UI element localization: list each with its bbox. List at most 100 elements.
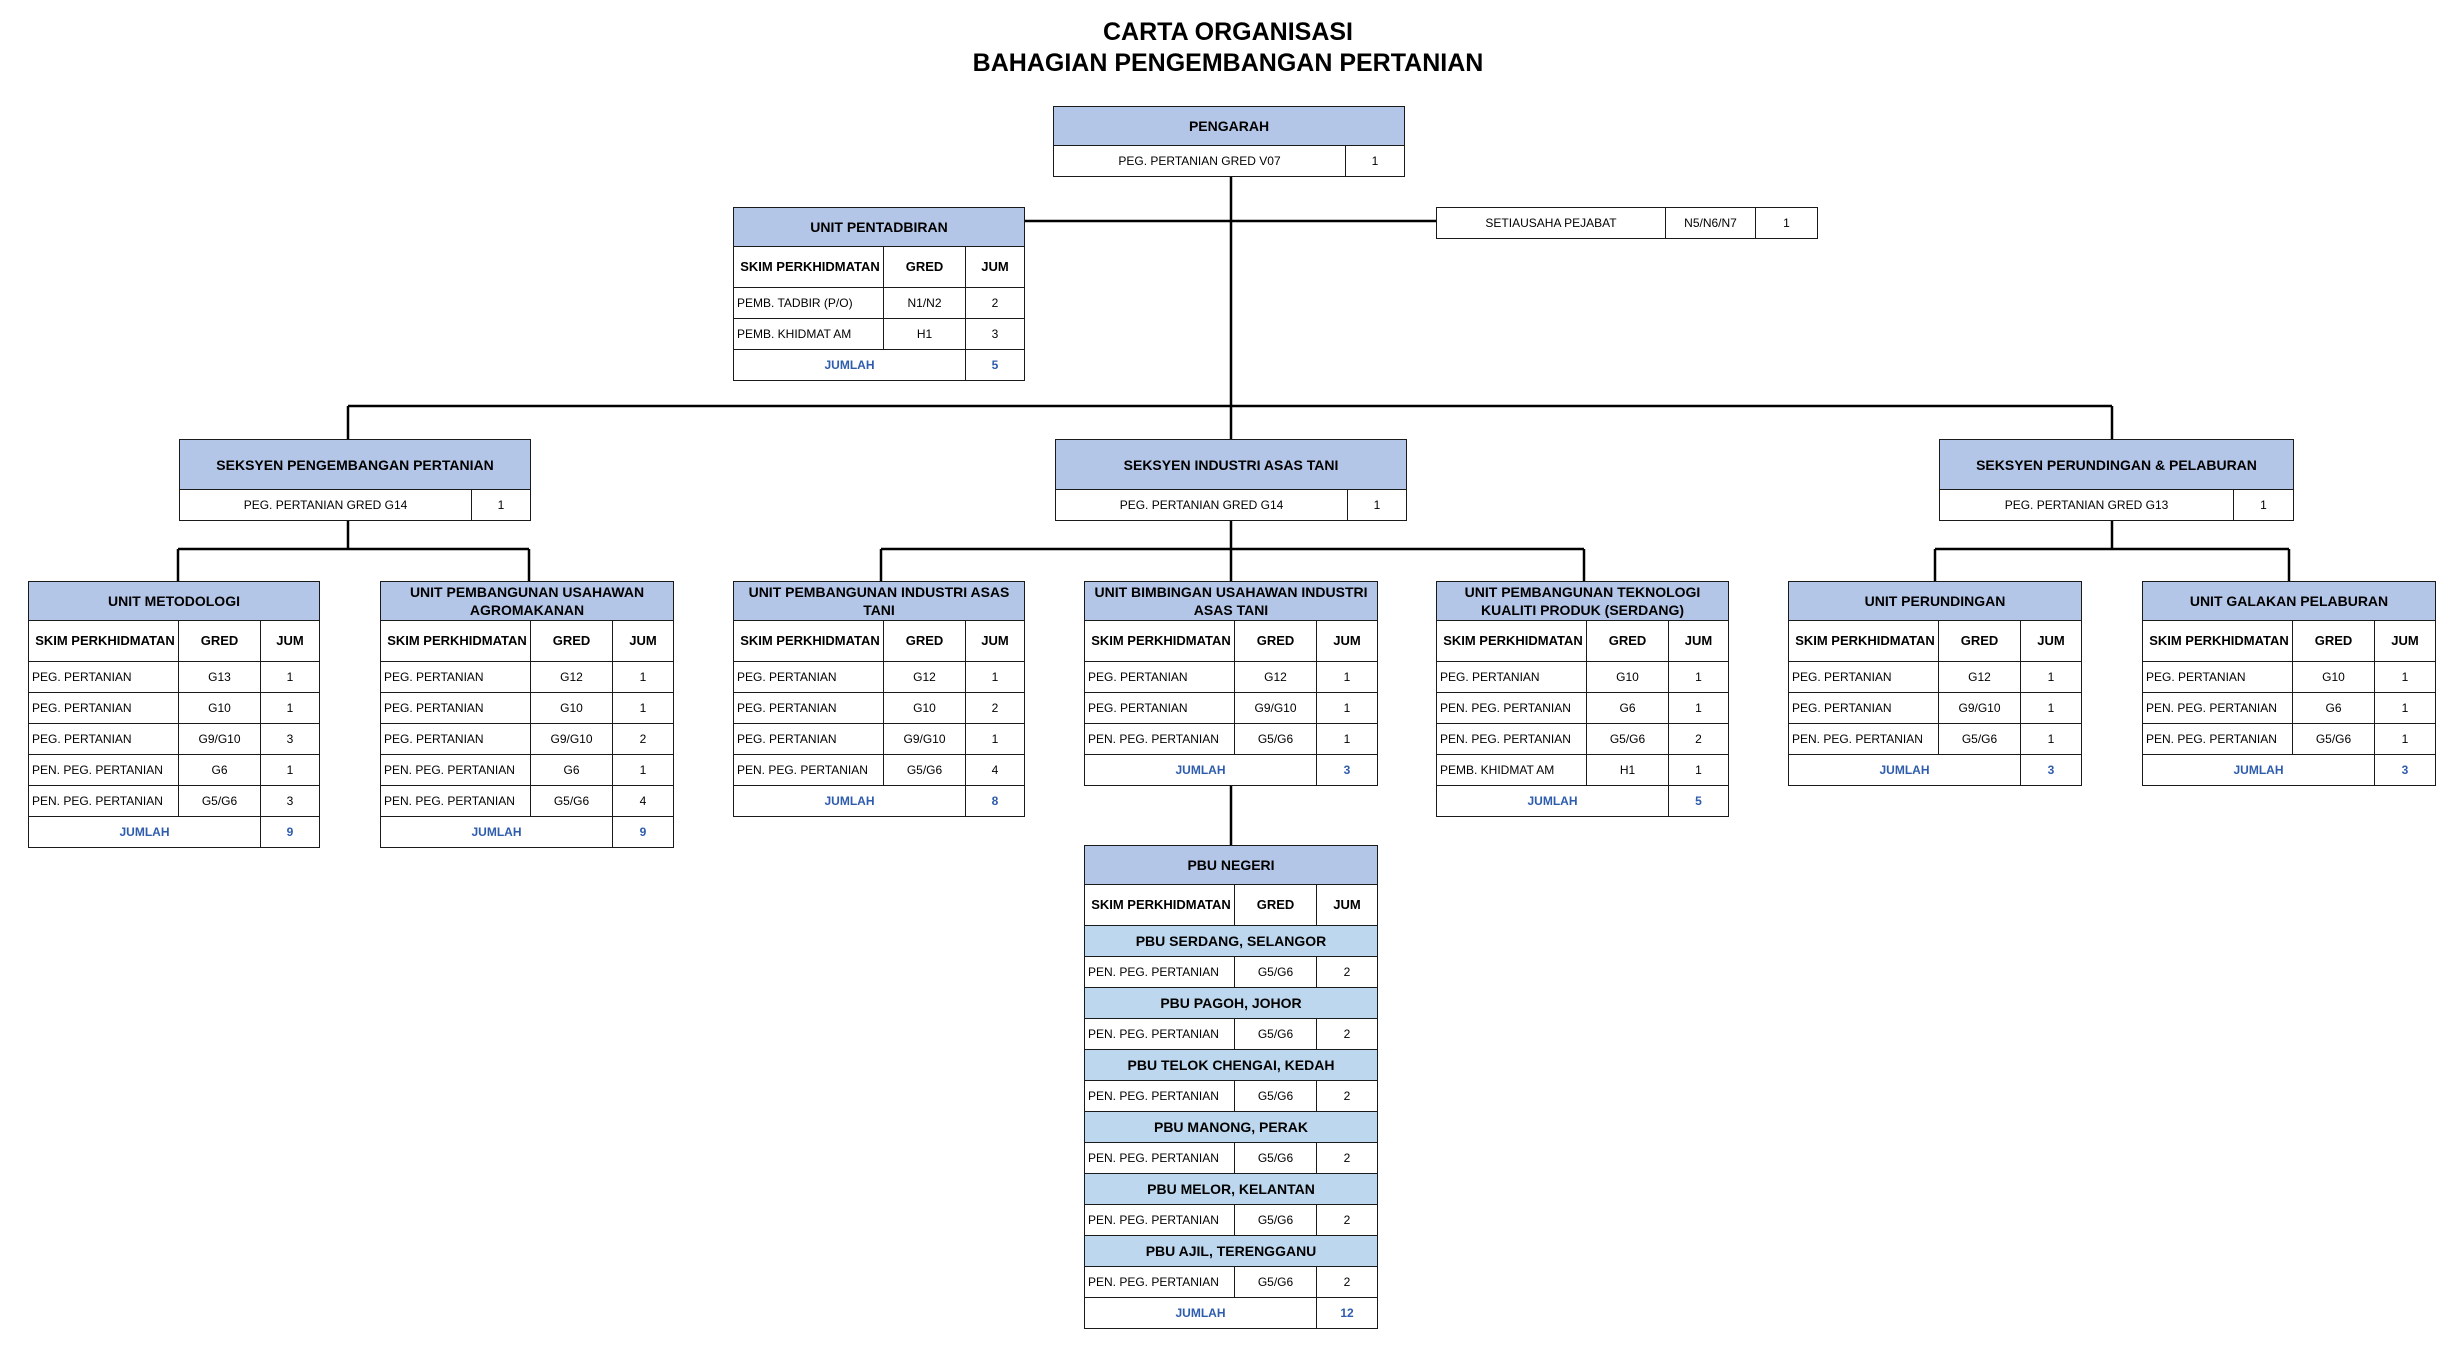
- cell-skim: PEG. PERTANIAN: [1789, 693, 1939, 723]
- cell-jum: 2: [991, 296, 999, 310]
- cell-gred: G6: [179, 755, 261, 785]
- col-header-gred: GRED: [1587, 621, 1669, 661]
- total-value: 9: [286, 825, 294, 839]
- cell-skim: PEN. PEG. PERTANIAN: [1085, 1267, 1235, 1297]
- unit-pentadbiran-title: UNIT PENTADBIRAN: [734, 208, 1024, 247]
- cell-gred: G5/G6: [1235, 1267, 1317, 1297]
- cell-jum: 2: [991, 701, 999, 715]
- col-header-jum: JUM: [276, 633, 304, 648]
- cell-skim: PEG. PERTANIAN: [2143, 662, 2293, 692]
- cell-gred: G5/G6: [179, 786, 261, 816]
- cell-jum: 1: [1695, 763, 1702, 777]
- cell-skim: PEG. PERTANIAN: [1789, 662, 1939, 692]
- cell-skim: PEMB. KHIDMAT AM: [1437, 755, 1587, 785]
- cell-skim: PEN. PEG. PERTANIAN: [1085, 957, 1235, 987]
- cell-skim: PEG. PERTANIAN: [734, 724, 884, 754]
- col-header-gred: GRED: [1235, 885, 1317, 925]
- cell-jum: 2: [1343, 965, 1351, 979]
- cell-gred: G5/G6: [531, 786, 613, 816]
- col-header-skim: SKIM PERKHIDMATAN: [2143, 621, 2293, 661]
- cell-skim: PEN. PEG. PERTANIAN: [734, 755, 884, 785]
- cell-gred: G5/G6: [1235, 957, 1317, 987]
- pengarah-count: 1: [1371, 154, 1379, 168]
- col-header-gred: GRED: [884, 247, 966, 287]
- unit-title: UNIT PEMBANGUNAN TEKNOLOGI KUALITI PRODU…: [1437, 582, 1728, 621]
- col-header-skim: SKIM PERKHIDMATAN: [1789, 621, 1939, 661]
- cell-gred: G9/G10: [1235, 693, 1317, 723]
- cell-skim: PEN. PEG. PERTANIAN: [1085, 1081, 1235, 1111]
- section-post: PEG. PERTANIAN GRED G13: [1940, 490, 2234, 520]
- total-value: 3: [2401, 763, 2409, 777]
- section-box: SEKSYEN PERUNDINGAN & PELABURAN PEG. PER…: [1939, 439, 2294, 521]
- cell-gred: G9/G10: [884, 724, 966, 754]
- cell-skim: PEN. PEG. PERTANIAN: [2143, 693, 2293, 723]
- cell-skim: PEN. PEG. PERTANIAN: [1085, 1143, 1235, 1173]
- total-value: 9: [639, 825, 647, 839]
- col-header-skim: SKIM PERKHIDMATAN: [1437, 621, 1587, 661]
- pbu-group-title: PBU PAGOH, JOHOR: [1085, 988, 1377, 1019]
- cell-jum: 2: [1343, 1027, 1351, 1041]
- total-value: 3: [1343, 763, 1351, 777]
- col-header-jum: JUM: [1684, 633, 1713, 648]
- cell-gred: G10: [884, 693, 966, 723]
- cell-jum: 1: [639, 763, 647, 777]
- cell-jum: 1: [1343, 670, 1351, 684]
- cell-jum: 3: [991, 327, 999, 341]
- cell-jum: 1: [2401, 732, 2409, 746]
- col-header-jum: JUM: [1333, 633, 1361, 648]
- cell-jum: 1: [2401, 670, 2409, 684]
- cell-jum: 2: [1343, 1213, 1351, 1227]
- col-header-gred: GRED: [2293, 621, 2375, 661]
- section-count: 1: [1373, 498, 1381, 512]
- total-label: JUMLAH: [1437, 786, 1669, 816]
- cell-skim: PEG. PERTANIAN: [29, 693, 179, 723]
- col-header-jum: JUM: [1333, 897, 1361, 912]
- unit-pentadbiran-box: UNIT PENTADBIRAN SKIM PERKHIDMATAN GRED …: [733, 207, 1025, 381]
- col-header-skim: SKIM PERKHIDMATAN: [29, 621, 179, 661]
- cell-gred: G12: [884, 662, 966, 692]
- cell-jum: 2: [1343, 1089, 1351, 1103]
- cell-jum: 1: [2047, 670, 2055, 684]
- cell-skim: PEG. PERTANIAN: [734, 662, 884, 692]
- table-row: PEMB. KHIDMAT AM H1 3: [734, 319, 1024, 350]
- cell-jum: 1: [1343, 701, 1351, 715]
- cell-gred: G5/G6: [1939, 724, 2021, 754]
- cell-jum: 2: [1343, 1275, 1351, 1289]
- cell-jum: 4: [639, 794, 647, 808]
- cell-gred: G6: [2293, 693, 2375, 723]
- cell-skim: PEN. PEG. PERTANIAN: [1085, 724, 1235, 754]
- total-label: JUMLAH: [1085, 1298, 1317, 1328]
- col-header-skim: SKIM PERKHIDMATAN: [734, 247, 884, 287]
- unit-title: UNIT PEMBANGUNAN USAHAWAN AGROMAKANAN: [381, 582, 673, 621]
- unit-title: UNIT BIMBINGAN USAHAWAN INDUSTRI ASAS TA…: [1085, 582, 1377, 621]
- chart-title: CARTA ORGANISASI: [1103, 18, 1353, 46]
- cell-skim: PEMB. TADBIR (P/O): [734, 288, 884, 318]
- cell-skim: PEMB. KHIDMAT AM: [734, 319, 884, 349]
- chart-subtitle: BAHAGIAN PENGEMBANGAN PERTANIAN: [972, 49, 1484, 77]
- cell-jum: 1: [286, 701, 294, 715]
